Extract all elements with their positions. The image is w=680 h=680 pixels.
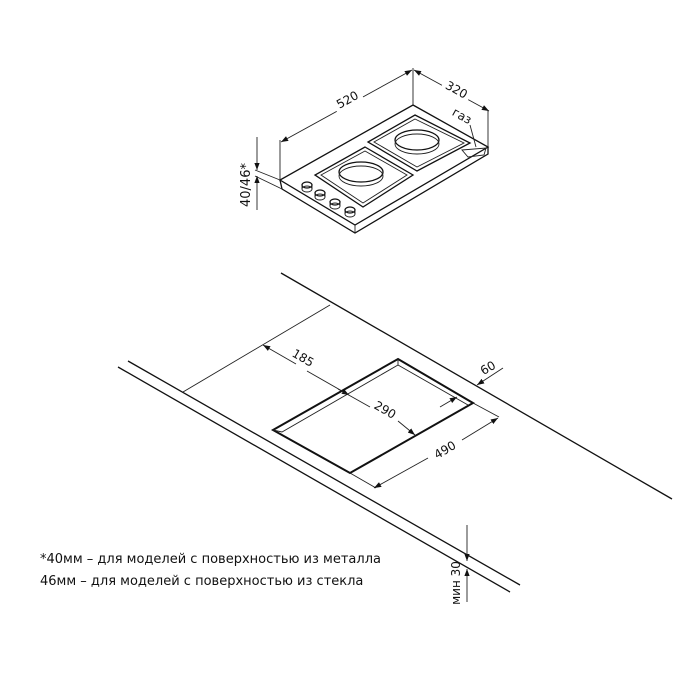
dim-line-490: [373, 457, 429, 489]
offset-side-label: 60: [478, 358, 498, 378]
gas-connection: [461, 147, 487, 158]
grate-left: [313, 146, 415, 208]
dim-line-185: [262, 344, 297, 365]
min-thickness-label: мин 30: [449, 561, 463, 605]
control-knobs: [301, 181, 356, 218]
burner-left: [338, 161, 384, 187]
dim-line-290: [397, 420, 416, 436]
dim-line-60: [476, 367, 504, 386]
footnote-glass: 46мм – для моделей с поверхностью из сте…: [40, 574, 364, 589]
grate-right: [366, 114, 472, 172]
countertop-front-edge-top: [127, 360, 521, 586]
cutout-depth-label: 290: [372, 398, 399, 422]
burner-right: [394, 129, 440, 155]
hob-drawing: 520 320 газ 40/46*: [239, 68, 490, 234]
gas-label: газ: [450, 105, 474, 127]
hob-height-label: 40/46*: [239, 163, 254, 207]
offset-back-label: 185: [290, 346, 317, 370]
countertop-back-edge: [280, 272, 673, 500]
cutout-width-label: 490: [432, 438, 459, 462]
footnote-metal: *40мм – для моделей с поверхностью из ме…: [40, 552, 381, 567]
countertop-front-edge-bottom: [117, 366, 511, 593]
